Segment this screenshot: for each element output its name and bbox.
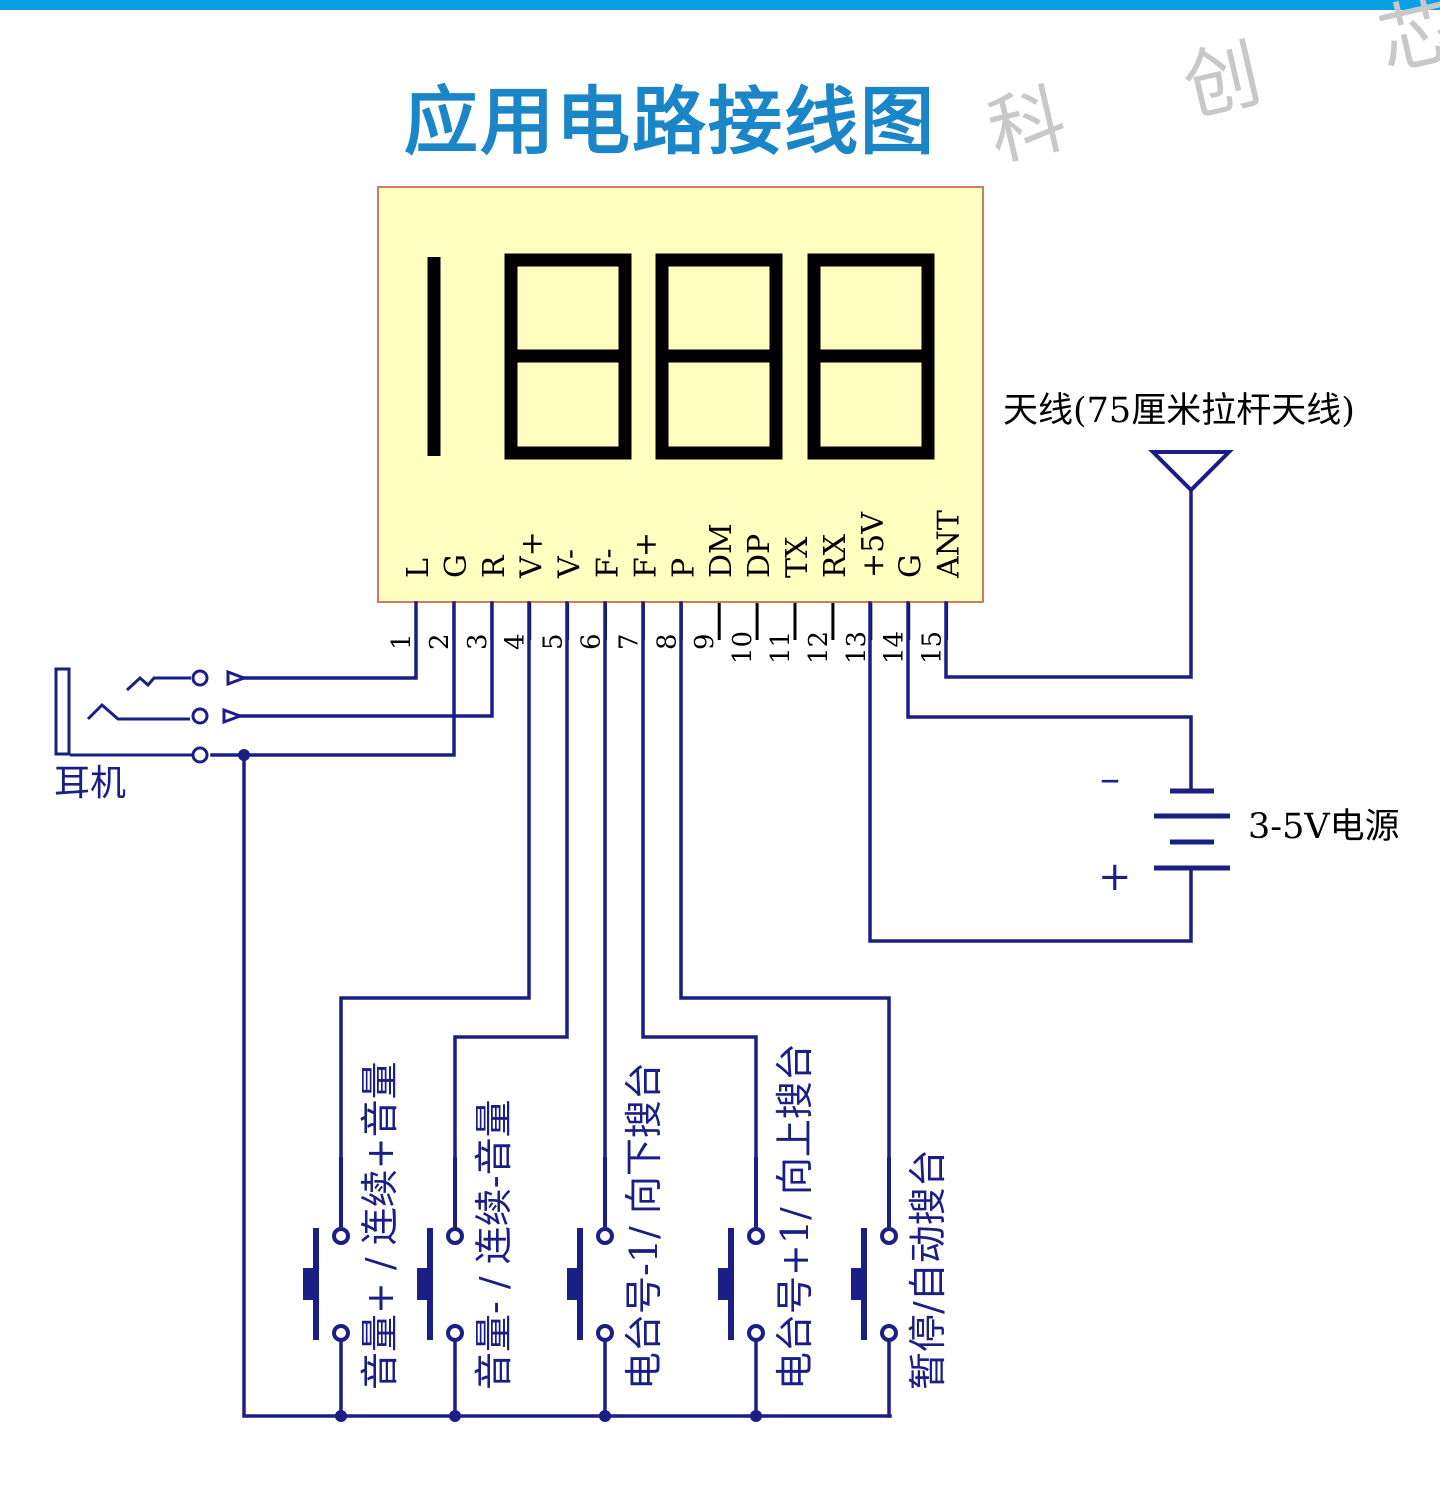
wire-ground-bus — [242, 753, 892, 1418]
pin-label: ANT — [932, 510, 967, 579]
radio-module — [377, 186, 984, 603]
pin-number: 8 — [652, 633, 682, 650]
pin-label: G — [439, 554, 474, 578]
pin-number: 1 — [387, 633, 417, 650]
wire-pin8-button5 — [679, 601, 891, 1159]
pin-label: DP — [742, 534, 777, 578]
button-label: 音量- / 连续-音量 — [472, 1099, 516, 1390]
pin-label: P — [666, 558, 701, 578]
wire-pin3-headphone — [238, 601, 494, 718]
pin-number: 14 — [880, 631, 910, 664]
junction-dot — [750, 1410, 762, 1422]
wire-pin15-antenna — [944, 488, 1193, 679]
pin-number: 3 — [463, 633, 493, 650]
pin-label: F+ — [628, 532, 663, 578]
pin-label: V+ — [515, 531, 550, 579]
pin-label: V- — [553, 549, 588, 579]
wires — [210, 488, 1193, 1418]
pin-number: 6 — [577, 633, 607, 650]
pin-label: +5V — [856, 511, 891, 578]
segment-display — [427, 253, 935, 460]
pin-label: R — [477, 554, 512, 578]
wire-pin5-button2 — [453, 601, 569, 1159]
pin-label: F- — [591, 548, 626, 578]
pin-label: RX — [818, 533, 853, 578]
power-minus-sign: – — [1100, 756, 1120, 802]
junction-dot — [238, 749, 250, 761]
pin-number: 13 — [842, 631, 872, 664]
button-label: 暂停/自动搜台 — [906, 1149, 950, 1390]
push-button-icon — [718, 1157, 765, 1342]
digit-8 — [655, 253, 783, 460]
wire-pin2b-headphone-ground — [210, 601, 456, 757]
wire-pin2-headphone — [242, 601, 418, 680]
wire-pin4-button1 — [339, 601, 531, 1159]
power-plus-sign: + — [1098, 854, 1132, 900]
pin-number: 4 — [501, 633, 531, 650]
digit-8 — [807, 253, 935, 460]
button-label: 电台号+1/ 向上搜台 — [773, 1043, 817, 1390]
pin-label: TX — [780, 536, 815, 578]
button-labels: 音量+ / 连续+音量 音量- / 连续-音量 电台号-1/ 向下搜台 电台号+1/ … — [358, 1043, 950, 1390]
button-label: 音量+ / 连续+音量 — [358, 1061, 402, 1390]
junction-dot — [599, 1410, 611, 1422]
pin-number: 5 — [539, 633, 569, 650]
pin-number: 10 — [728, 631, 758, 664]
page-title: 应用电路接线图 — [404, 79, 936, 165]
push-button-icon — [851, 1157, 898, 1342]
push-button-icon — [303, 1157, 350, 1342]
pin-number: 7 — [614, 633, 644, 650]
top-accent-bar — [0, 0, 1440, 10]
junction-dot — [449, 1410, 461, 1422]
push-button-icon — [417, 1157, 464, 1342]
pin-number: 12 — [804, 631, 834, 664]
wire-pin7-button4 — [641, 601, 758, 1159]
button-symbols — [303, 1157, 898, 1342]
pin-number: 9 — [690, 633, 720, 650]
battery-icon — [1154, 788, 1230, 871]
button-label: 电台号-1/ 向下搜台 — [622, 1062, 666, 1390]
pin-label: L — [401, 558, 436, 578]
junction-dots — [238, 749, 762, 1422]
wire-pin14-power-minus — [906, 601, 1193, 793]
headphone-label: 耳机 — [54, 763, 126, 804]
antenna-label: 天线(75厘米拉杆天线) — [1003, 391, 1355, 431]
digit-8 — [504, 253, 632, 460]
wire-pin13-power-plus — [868, 601, 1193, 943]
pin-number: 15 — [918, 631, 948, 664]
pin-number: 11 — [766, 631, 796, 664]
pin-label: G — [894, 554, 929, 578]
power-label: 3-5V电源 — [1248, 807, 1400, 847]
push-button-icon — [567, 1157, 614, 1342]
antenna-icon — [1148, 450, 1234, 493]
junction-dot — [335, 1410, 347, 1422]
pin-number: 2 — [425, 633, 455, 650]
pin-label: DM — [704, 523, 739, 578]
headphone-jack-icon — [54, 667, 249, 764]
